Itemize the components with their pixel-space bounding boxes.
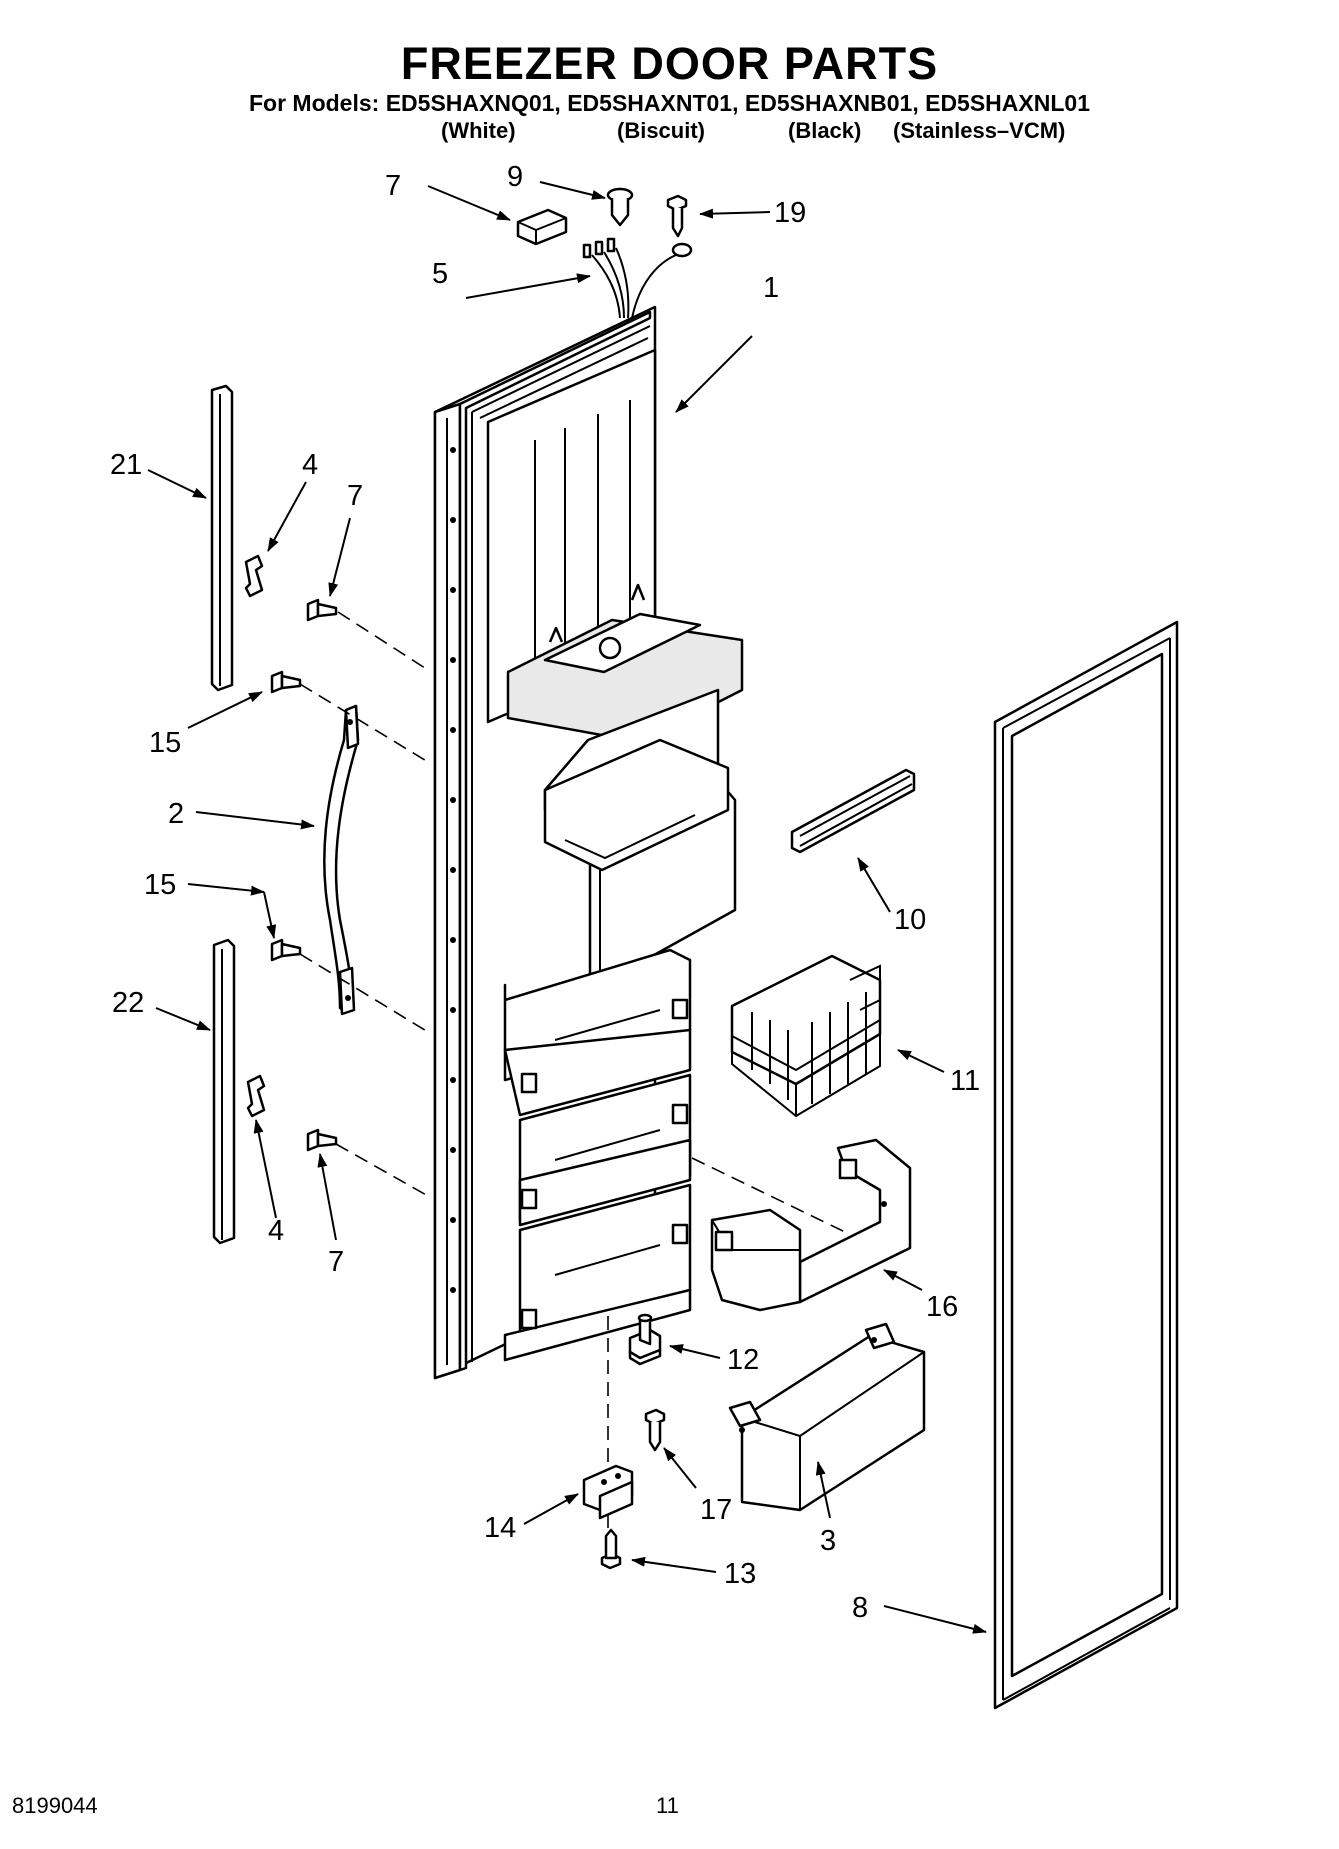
clip-lower (246, 1074, 266, 1118)
callout-2: 2 (168, 798, 184, 830)
page-title: FREEZER DOOR PARTS (400, 38, 939, 89)
screw-15-lower (270, 938, 302, 962)
screw-17 (644, 1408, 666, 1452)
callout-11: 11 (950, 1065, 980, 1097)
callout-7-lower: 7 (328, 1246, 344, 1278)
door-gasket (993, 620, 1179, 1710)
callout-8: 8 (852, 1592, 868, 1624)
finish-stainless: (Stainless–VCM) (893, 118, 1066, 143)
callout-22: 22 (112, 987, 144, 1019)
wire-basket (730, 954, 882, 1118)
screw-15-upper (270, 670, 302, 694)
callout-17: 17 (700, 1494, 732, 1526)
hinge-plate (582, 1464, 634, 1520)
clip-upper (244, 554, 264, 598)
bracket-16 (710, 1138, 912, 1312)
callout-13: 13 (724, 1558, 756, 1590)
callout-7-upper: 7 (347, 480, 363, 512)
callout-14: 14 (484, 1512, 516, 1544)
callout-labels: 7 9 19 5 1 21 4 7 15 2 15 22 4 7 10 11 1… (110, 161, 980, 1624)
callout-10: 10 (894, 904, 926, 936)
callout-12: 12 (727, 1344, 759, 1376)
door-handle (323, 704, 360, 1016)
finish-biscuit: (Biscuit) (617, 118, 705, 143)
alignment-line (337, 611, 429, 671)
hinge-pin (628, 1313, 662, 1366)
alignment-line (299, 953, 429, 1033)
callout-3: 3 (820, 1525, 836, 1557)
wire-harness (582, 237, 693, 319)
callout-4-lower: 4 (268, 1215, 284, 1247)
callout-4-upper: 4 (302, 449, 318, 481)
screw-7-lower (306, 1128, 338, 1152)
finish-black: (Black) (788, 118, 862, 143)
alignment-line (691, 1157, 846, 1233)
connector-block (516, 208, 568, 246)
callout-5: 5 (432, 258, 448, 290)
trim-strip-bottom (212, 938, 236, 1245)
trim-strip-top (210, 384, 234, 692)
screw-19 (666, 194, 688, 238)
page-number: 11 (656, 1793, 679, 1818)
alignment-line (335, 1143, 429, 1197)
callout-15-lower: 15 (144, 869, 176, 901)
plug (606, 187, 634, 227)
leader-lines (147, 181, 987, 1634)
callout-9: 9 (507, 161, 523, 193)
callout-15-upper: 15 (149, 727, 181, 759)
rail (790, 768, 916, 854)
callout-19: 19 (774, 197, 806, 229)
door-bin (728, 1322, 926, 1512)
finish-white: (White) (441, 118, 516, 143)
models-line: For Models: ED5SHAXNQ01, ED5SHAXNT01, ED… (248, 90, 1090, 116)
screw-7-upper (306, 598, 338, 622)
document-number: 8199044 (12, 1793, 98, 1818)
callout-1: 1 (763, 272, 779, 304)
screw-13 (600, 1528, 622, 1570)
callout-6: 7 (385, 170, 401, 202)
freezer-door-panel (433, 305, 744, 1380)
callout-21: 21 (110, 449, 142, 481)
alignment-line (299, 683, 429, 763)
callout-16: 16 (926, 1291, 958, 1323)
